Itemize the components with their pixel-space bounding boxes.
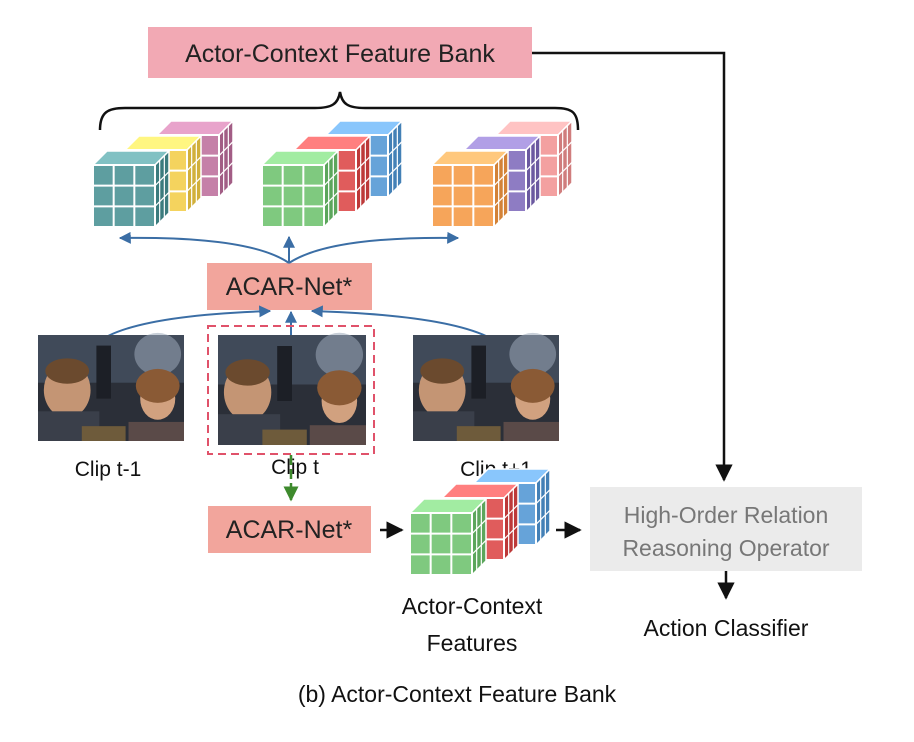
clip-image-next-shoulder-right [503,421,559,441]
cube-stacks [91,119,574,229]
cube-stack-left [91,119,235,229]
clip-image-current-light [315,332,364,377]
clip-image-prev [38,332,184,441]
clip-image-current-table [262,429,307,445]
clip-image-next-hair-right [510,368,555,403]
cube-stack-right-front-cube [430,149,510,229]
feature-bank-box [148,27,532,78]
cube-stack-center-front-cube [260,149,340,229]
clip-image-current-shoulder-right [309,425,366,445]
clip-image-next-hair-left [420,358,465,384]
hor-operator-label-line2: Reasoning Operator [622,535,829,561]
clip-label-prev: Clip t-1 [75,458,142,481]
actor-context-features-label-line1: Actor-Context [402,593,543,619]
action-classifier-label: Action Classifier [644,615,809,641]
arrow-clip-next-to-acar [310,305,487,337]
clip-image-prev-figure-back [96,345,111,399]
arrow-clip-prev-to-acar [107,305,272,337]
cube-stack-right [430,119,574,229]
cube-stack-left-front-cube [91,149,171,229]
clip-image-current-hair-right [317,370,362,406]
actor-context-features-label-line2: Features [427,630,518,656]
acar-net-top-label: ACAR-Net* [226,273,353,301]
acar-net-bottom-label: ACAR-Net* [226,516,353,544]
cube-stack-center [260,119,404,229]
clip-image-next-light [509,332,557,376]
clip-image-next [413,332,559,441]
clip-image-prev-table [81,426,126,441]
actor-context-features-stack [408,467,552,577]
clip-image-current-figure-back [277,346,292,401]
acar-net-bottom-box [208,506,371,553]
current-clip-highlight [207,325,375,455]
figure-caption: (b) Actor-Context Feature Bank [298,681,617,707]
acar-net-top-box [207,263,372,310]
clip-image-next-figure-back [471,345,486,399]
arrow-acar-to-bank-right [288,231,460,264]
feature-bank-label: Actor-Context Feature Bank [185,40,495,68]
clip-image-current [218,332,366,445]
clip-image-prev-shoulder-right [128,421,184,441]
clip-image-current-hair-left [225,359,270,386]
bank-brace [98,91,580,131]
actor-context-features-stack-front-cube [408,497,488,577]
clip-label-current: Clip t [271,456,319,479]
clip-image-prev-hair-left [45,358,90,384]
arrow-acar-to-bank-left [118,231,290,264]
clip-image-prev-light [134,332,182,376]
clip-image-next-table [456,426,501,441]
hor-operator-box [590,487,862,571]
arrow-bank-to-operator [532,51,733,482]
clip-image-prev-hair-right [135,368,180,403]
hor-operator-label-line1: High-Order Relation [624,502,829,528]
